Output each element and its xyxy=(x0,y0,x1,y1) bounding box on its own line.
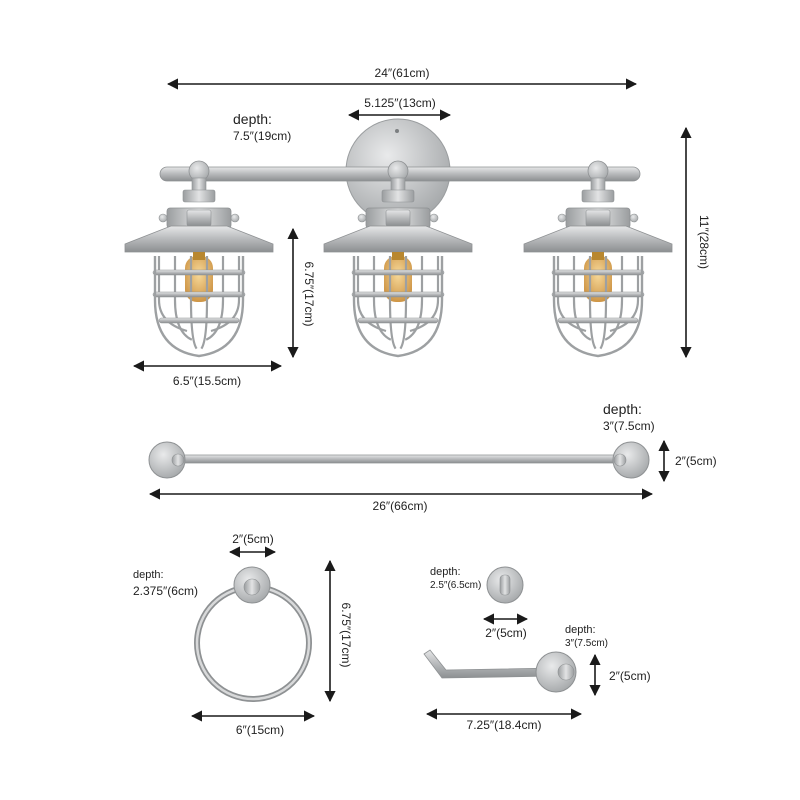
vanity-depth-title: depth: xyxy=(233,111,272,127)
robe-hook-depth-title: depth: xyxy=(430,566,461,578)
robe-hook-depth-label: 2.5″(6.5cm) xyxy=(430,580,481,591)
vanity-width-label: 24″(61cm) xyxy=(375,66,430,80)
paper-holder-height-label: 2″(5cm) xyxy=(609,669,651,683)
paper-holder-depth-title: depth: xyxy=(565,624,596,636)
towel-bar-post-right xyxy=(612,441,650,479)
towel-bar-depth-label: 3″(7.5cm) xyxy=(603,419,655,433)
vanity-depth-label: 7.5″(19cm) xyxy=(233,129,291,143)
shade-width-label: 6.5″(15.5cm) xyxy=(173,374,241,388)
paper-holder xyxy=(423,649,577,693)
vanity-light xyxy=(124,118,673,358)
towel-bar-width-label: 26″(66cm) xyxy=(373,499,428,513)
vanity-lamp-right xyxy=(523,160,673,358)
paper-holder-width-label: 7.25″(18.4cm) xyxy=(467,718,542,732)
towel-bar-post-left xyxy=(148,441,186,479)
towel-bar xyxy=(148,441,650,479)
towel-ring-mount-label: 2″(5cm) xyxy=(232,532,274,546)
towel-bar-height-label: 2″(5cm) xyxy=(675,454,717,468)
vanity-height-label: 11″(28cm) xyxy=(697,215,711,269)
towel-bar-rod xyxy=(161,454,637,464)
shade-height-label: 6.75″(17cm) xyxy=(302,262,316,327)
robe-hook xyxy=(486,566,524,604)
vanity-lamp-center xyxy=(323,160,473,358)
towel-ring-depth-label: 2.375″(6cm) xyxy=(133,584,198,598)
towel-ring-height-label: 6.75″(17cm) xyxy=(339,603,353,668)
paper-holder-depth-label: 3″(7.5cm) xyxy=(565,638,608,649)
vanity-lamp-left xyxy=(124,160,274,358)
towel-ring xyxy=(194,566,312,702)
towel-ring-depth-title: depth: xyxy=(133,569,164,581)
robe-hook-width-label: 2″(5cm) xyxy=(485,626,527,640)
vanity-backplate-label: 5.125″(13cm) xyxy=(364,96,436,110)
paper-holder-mount xyxy=(535,651,577,693)
towel-bar-depth-title: depth: xyxy=(603,401,642,417)
paper-holder-arm xyxy=(423,649,556,679)
towel-ring-width-label: 6″(15cm) xyxy=(236,723,284,737)
